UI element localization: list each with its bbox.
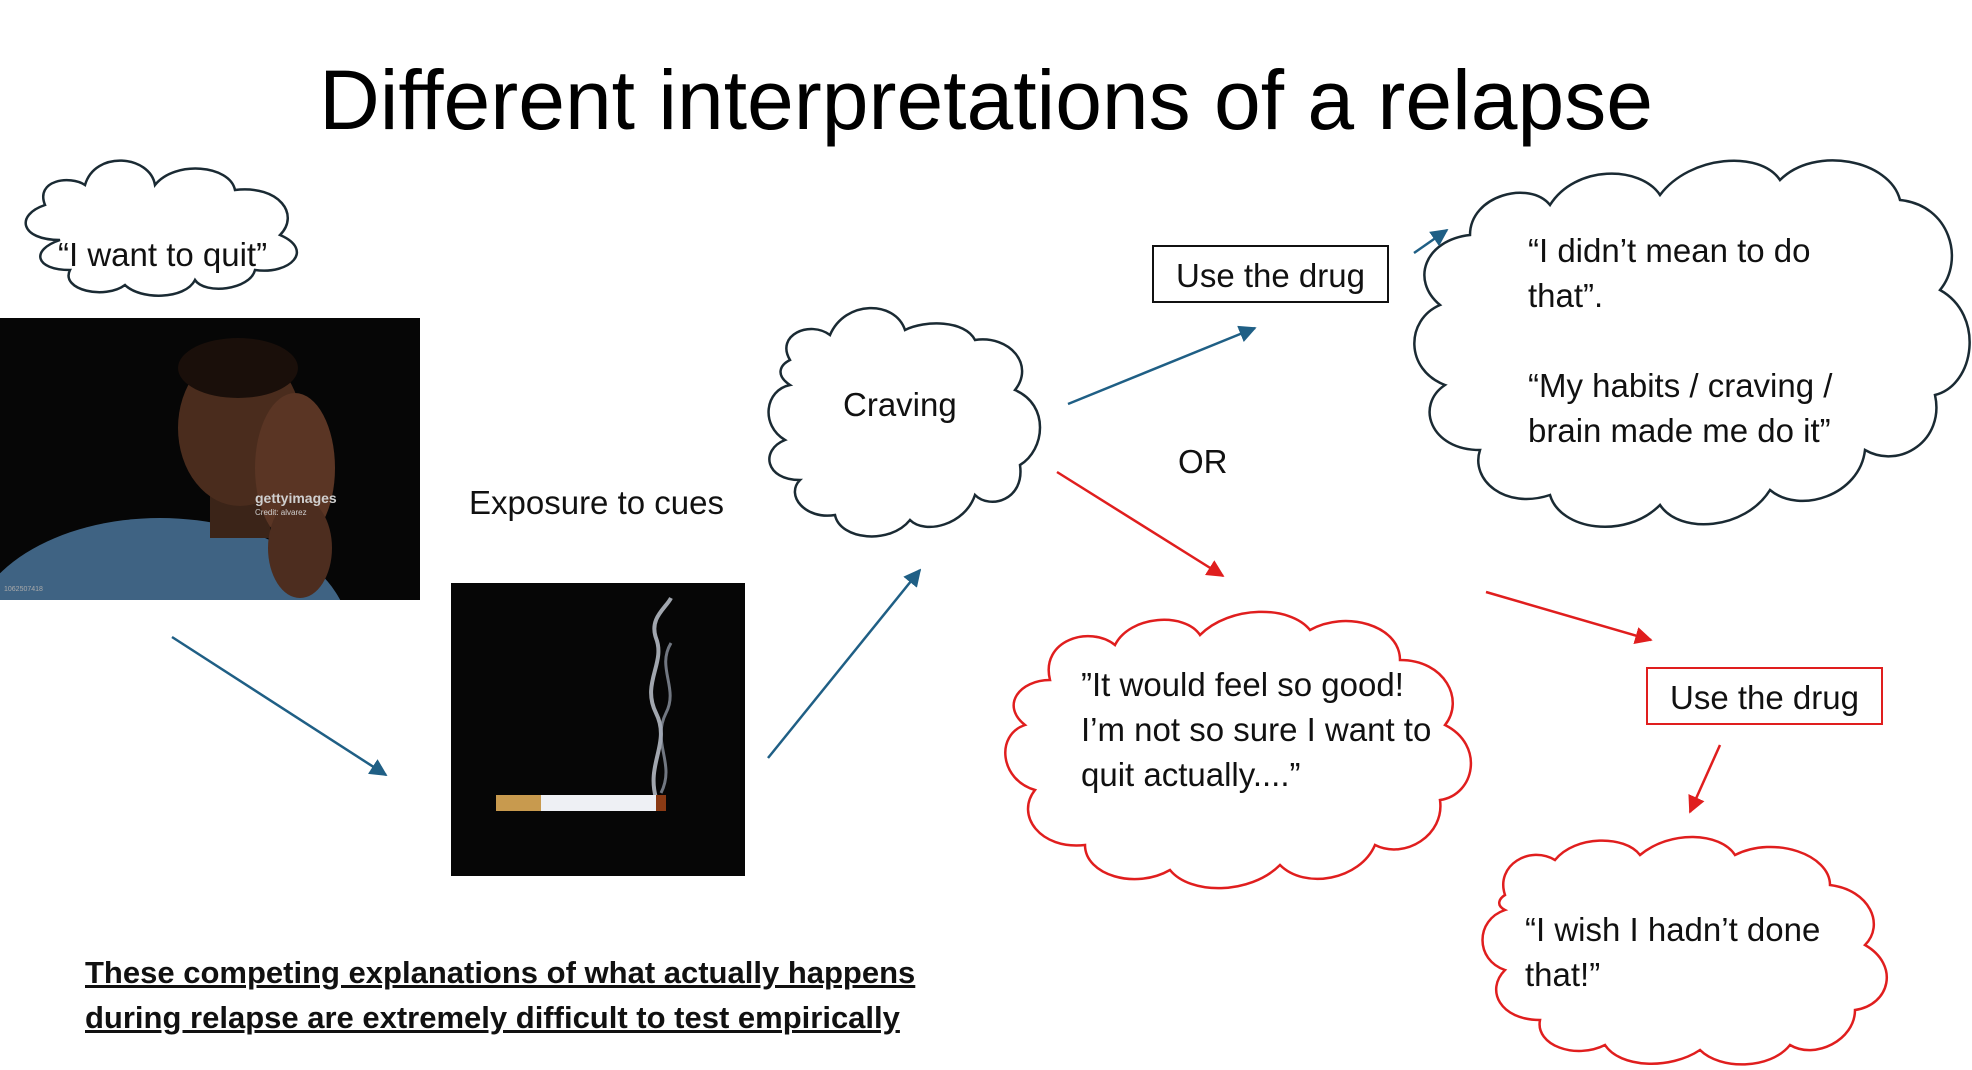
arrow-cues-to-craving	[767, 568, 922, 759]
use-drug-box-bottom: Use the drug	[1646, 667, 1883, 725]
didnt-mean-cloud	[1413, 159, 1971, 528]
quit-thought-cloud	[24, 159, 299, 297]
footer-line-2: during relapse are extremely difficult t…	[85, 1000, 900, 1035]
craving-cloud	[767, 306, 1042, 538]
arrow-feel-good-to-use-drug	[1485, 590, 1653, 645]
arrow-use-drug-to-thought	[1413, 228, 1449, 255]
getty-watermark: gettyimages	[255, 490, 337, 506]
feel-good-line-1: ”It would feel so good!	[1081, 666, 1404, 703]
feel-good-line-2: I’m not so sure I want to	[1081, 711, 1432, 748]
arrow-craving-to-use-drug	[1067, 325, 1257, 406]
arrow-use-drug-to-wish	[1688, 744, 1722, 814]
arrow-craving-to-feel-good	[1056, 470, 1225, 578]
wish-cloud	[1481, 835, 1888, 1066]
feel-good-cloud	[1004, 610, 1473, 890]
didnt-mean-text: “I didn’t mean to do that”.	[1528, 232, 1811, 314]
slide-title: Different interpretations of a relapse	[319, 53, 1653, 147]
person-photo: gettyimages Credit: alvarez 1062507418	[0, 318, 420, 600]
craving-label: Craving	[843, 386, 957, 423]
photo-id: 1062507418	[4, 586, 43, 593]
footer-note: These competing explanations of what act…	[85, 950, 915, 1040]
cigarette-photo	[451, 583, 745, 876]
photo-credit: Credit: alvarez	[255, 508, 307, 517]
feel-good-line-3: quit actually....”	[1081, 756, 1301, 793]
person-illustration	[0, 338, 341, 600]
or-label: OR	[1178, 443, 1228, 480]
use-drug-box-top: Use the drug	[1152, 245, 1389, 303]
wish-text: “I wish I hadn’t done that!”	[1525, 911, 1821, 993]
habits-text: “My habits / craving / brain made me do …	[1528, 367, 1833, 449]
exposure-label: Exposure to cues	[469, 484, 724, 521]
arrow-person-to-cues	[171, 635, 388, 777]
footer-line-1: These competing explanations of what act…	[85, 955, 916, 990]
quit-thought-label: “I want to quit”	[58, 236, 268, 273]
cigarette-illustration	[496, 596, 673, 811]
